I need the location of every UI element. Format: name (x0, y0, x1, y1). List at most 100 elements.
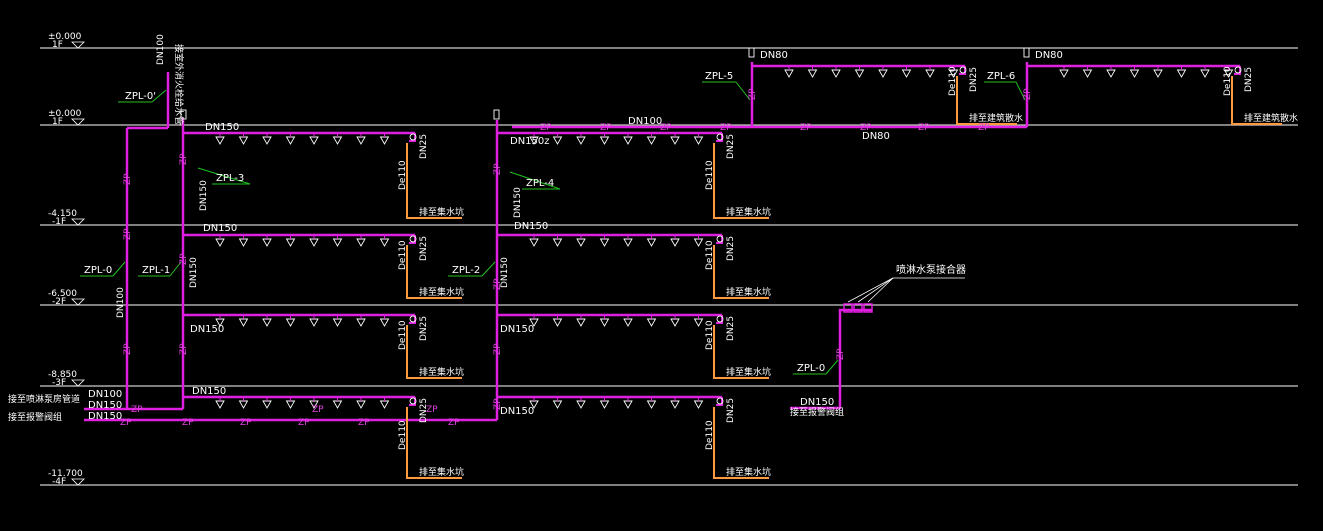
sprinkler-head-icon (670, 400, 680, 409)
connector-note: 接至报警阀组 (790, 406, 844, 418)
dn25-label: DN25 (726, 316, 736, 341)
floor-lines (40, 41, 1298, 486)
zp-marker: ZP (240, 418, 252, 428)
dn100-label: DN100 (116, 287, 126, 318)
labels: ±0.0001F±0.0001F-4.150-1F-6.500-2F-8.850… (8, 32, 1298, 487)
dn150-label: DN150 (88, 400, 122, 411)
de110-label: De110 (398, 420, 408, 450)
sprinkler-head-icon (925, 69, 935, 78)
drain-note: 排至集水坑 (419, 206, 464, 218)
end-test-pipe (1234, 66, 1241, 75)
sprinkler-head-icon (552, 400, 563, 409)
dn80-label: DN80 (760, 50, 788, 61)
dn150-label: DN150 (189, 257, 199, 288)
sprinkler-head-icon (262, 400, 272, 409)
dn150-label: DN150 (88, 411, 122, 422)
zp-marker: ZP (123, 228, 133, 240)
sprinkler-head-icon (623, 136, 633, 145)
riser-label: ZPL-1 (142, 265, 170, 276)
zp-marker: ZP (123, 343, 133, 355)
test-valve-icon (959, 66, 967, 74)
sprinkler-head-icon (332, 318, 343, 327)
elevation-marker (71, 118, 85, 126)
sprinkler-head-icon (285, 238, 296, 247)
drain-pipes (406, 76, 1282, 479)
drain-note: 排至集水坑 (726, 466, 771, 478)
connector-leader (857, 277, 894, 303)
sprinkler-head-icon (1106, 69, 1116, 78)
dn150-label: DN150 (514, 221, 548, 232)
sprinkler-head-icon (646, 318, 657, 327)
zp-marker: ZP (312, 405, 324, 415)
floor-elevation: -11.700 (48, 469, 83, 479)
sprinkler-head-icon (356, 238, 366, 247)
test-valve-icon (716, 235, 724, 243)
connector-title: 喷淋水泵接合器 (896, 263, 966, 276)
sprinkler-head-icon (831, 69, 841, 78)
sprinkler-head-icon (332, 238, 343, 247)
sprinkler-head-icon (599, 318, 610, 327)
floor-name: -2F (52, 297, 66, 307)
de110-label: De110 (398, 320, 408, 350)
label-leader (112, 261, 126, 277)
sprinkler-head-icon (379, 400, 390, 409)
elevation-marker (71, 298, 85, 306)
dn150-label: DN150 (199, 180, 209, 211)
label-leader (825, 359, 839, 375)
dn25-label: DN25 (1244, 67, 1254, 92)
sprinkler-head-icon (262, 238, 272, 247)
dn150-label: DN150 (800, 397, 834, 408)
drain-pipe (406, 407, 462, 479)
drain-note: 排至集水坑 (726, 206, 771, 218)
zp-marker: ZP (493, 343, 503, 355)
zp-marker: ZP (131, 405, 143, 415)
end-test-pipe (409, 397, 416, 406)
dn25-label: DN25 (419, 236, 429, 261)
dn150-label: DN150 (203, 223, 237, 234)
sprinkler-head-icon (379, 318, 390, 327)
sprinkler-head-icon (670, 318, 680, 327)
sprinkler-head-icon (670, 238, 680, 247)
drain-pipe (406, 325, 462, 379)
riser-label: ZPL-2 (452, 265, 480, 276)
end-test-pipe (959, 66, 966, 75)
sprinkler-head-icon (576, 238, 586, 247)
sprinkler-head-icon (1153, 69, 1163, 78)
test-valve-icon (409, 133, 417, 141)
drain-pipe (713, 143, 769, 219)
sprinkler-head-icon (285, 400, 296, 409)
riser-label: ZPL-0 (84, 265, 112, 276)
zp-marker: ZP (179, 153, 189, 165)
sprinkler-head-icon (599, 238, 610, 247)
label-leader (735, 81, 751, 101)
zp-marker: ZP (448, 418, 460, 428)
floor-name: -4F (52, 477, 66, 487)
connector-pipe (790, 308, 872, 410)
dn150-label: DN150 (192, 386, 226, 397)
label-leader (169, 261, 182, 277)
drain-note: 排至集水坑 (419, 286, 464, 298)
sprinkler-head-icon (807, 69, 818, 78)
sprinkler-head-icon (623, 400, 633, 409)
sprinkler-head-icon (552, 136, 563, 145)
de110-label: De110 (948, 66, 958, 96)
end-test-pipe (716, 235, 723, 244)
dn100-label: DN100 (156, 34, 166, 65)
riser-label: ZPL-3 (216, 173, 244, 184)
sprinkler-head-icon (646, 136, 657, 145)
vent-valve-icon (748, 47, 755, 58)
zp-marker: ZP (298, 418, 310, 428)
drain-pipe (713, 407, 769, 479)
label-leader (197, 167, 251, 185)
sprinkler-head-icon (1200, 69, 1210, 78)
zp-marker: ZP (720, 123, 732, 133)
riser-label: ZPL-5 (705, 71, 733, 82)
dn150-label: DN150 (500, 406, 534, 417)
drain-pipe (956, 76, 1017, 125)
label-leader (1015, 81, 1026, 101)
zp-marker: ZP (493, 163, 503, 175)
floor-name: 1F (52, 40, 63, 50)
end-test-pipe (409, 133, 416, 142)
end-test-pipe (716, 397, 723, 406)
